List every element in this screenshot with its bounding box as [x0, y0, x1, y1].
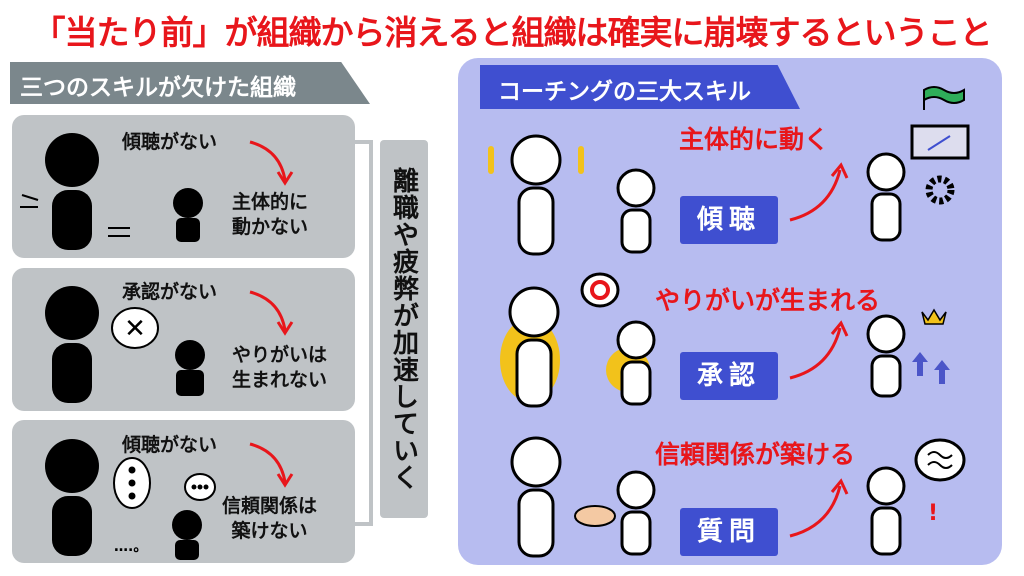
- cause-label: 承認がない: [122, 281, 218, 303]
- effect-label: 主体的に動かない: [232, 191, 309, 238]
- growth-chart-icon: [927, 135, 951, 151]
- exclamation-icon: !: [928, 501, 938, 526]
- skill-questioning: 質問: [680, 508, 778, 556]
- red-arrows: [789, 162, 849, 538]
- effect-label: 信頼関係は築けない: [222, 495, 318, 542]
- result-label: 離職や疲弊が加速していく: [380, 140, 428, 518]
- red-arrows: [249, 140, 294, 488]
- ellipsis-icon: [128, 466, 209, 500]
- up-arrows-icon: [912, 352, 950, 384]
- skill-listening: 傾聴: [680, 196, 778, 244]
- mutter-text: ….。: [114, 539, 148, 555]
- outcome-label: 信頼関係が築ける: [655, 440, 856, 469]
- cause-label: 傾聴がない: [122, 131, 218, 153]
- sound-lines: [488, 146, 584, 174]
- handshake-icon: [574, 505, 616, 527]
- page-title: 「当たり前」が組織から消えると組織は確実に崩壊するということ: [32, 13, 992, 52]
- outline-figures: [508, 124, 970, 558]
- bracket-connector: [355, 140, 373, 526]
- outcome-label: 主体的に動く: [679, 125, 830, 154]
- left-illustrations: ✕: [20, 133, 294, 560]
- wavy-speech-icon: [927, 451, 953, 469]
- silhouette-figures: [45, 133, 205, 560]
- circle-ok-icon: [590, 280, 610, 300]
- motion-lines: [20, 194, 130, 237]
- effect-label: やりがいは生まれない: [232, 344, 328, 391]
- crown-icon: [921, 308, 947, 325]
- skill-recognition: 承認: [680, 352, 778, 400]
- cause-label: 傾聴がない: [122, 434, 218, 456]
- x-mark-icon: ✕: [124, 314, 146, 344]
- left-section-header: 三つのスキルが欠けた組織: [10, 62, 370, 104]
- outcome-label: やりがいが生まれる: [655, 286, 881, 315]
- gear-icon: [925, 175, 955, 205]
- right-section-header: コーチングの三大スキル: [480, 65, 800, 109]
- flag-icon: [923, 86, 965, 110]
